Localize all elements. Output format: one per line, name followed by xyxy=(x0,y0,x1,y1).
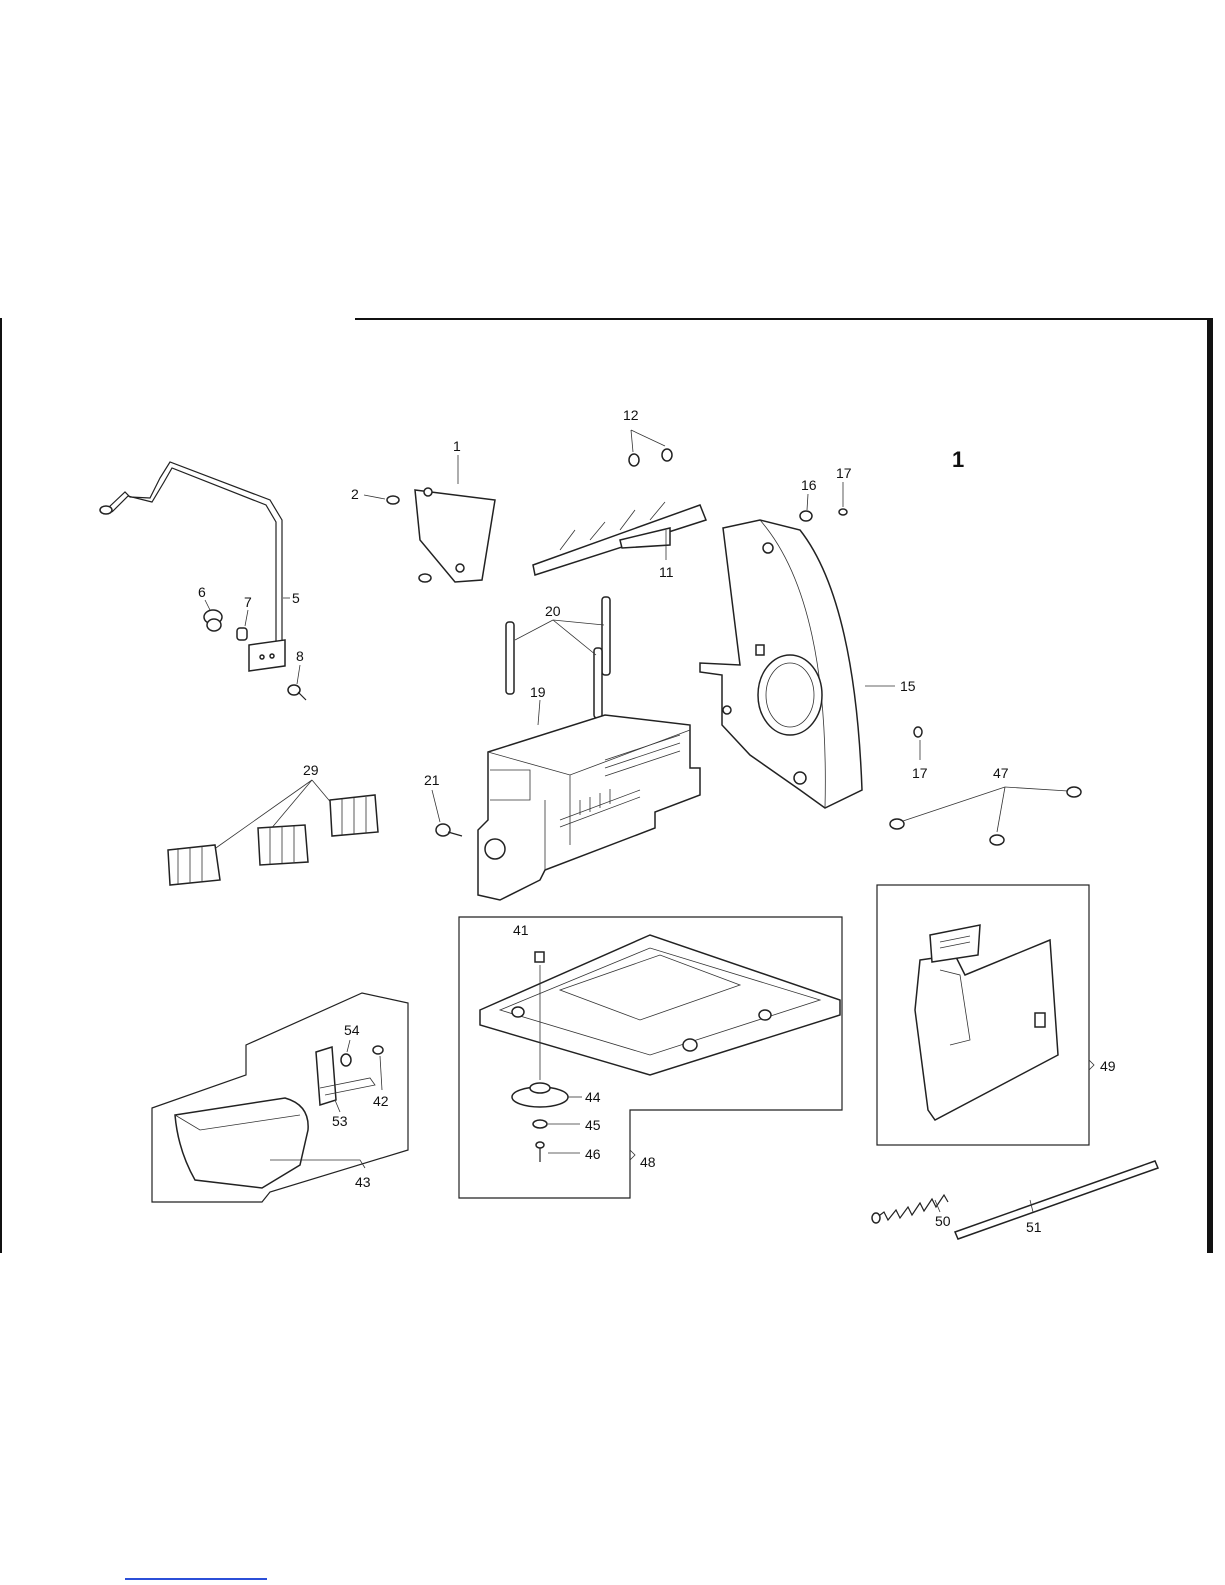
figure-number: 1 xyxy=(952,447,964,472)
part-49-rear-cover-box xyxy=(877,885,1094,1145)
part-17-screw-lower xyxy=(914,727,922,760)
right-border-line xyxy=(1207,318,1213,1253)
part-15-side-cover xyxy=(700,520,895,808)
callout-42: 42 xyxy=(373,1093,389,1109)
part-51-rod xyxy=(955,1161,1158,1239)
callout-49: 49 xyxy=(1100,1058,1116,1074)
footer-link-underline[interactable] xyxy=(125,1578,267,1580)
part-47-screws xyxy=(890,787,1081,845)
part-16-nut xyxy=(800,494,812,521)
callout-7: 7 xyxy=(244,594,252,610)
part-7-clip xyxy=(237,610,248,640)
part-29-rubber-feet xyxy=(168,780,378,885)
callout-41: 41 xyxy=(513,922,529,938)
callout-2: 2 xyxy=(351,486,359,502)
callout-45: 45 xyxy=(585,1117,601,1133)
callout-20: 20 xyxy=(545,603,561,619)
callout-16: 16 xyxy=(801,477,817,493)
left-border-line xyxy=(0,318,2,1253)
callout-17-upper: 17 xyxy=(836,465,852,481)
callout-1: 1 xyxy=(453,438,461,454)
part-19-chassis-box xyxy=(478,700,700,900)
part-5-rod-bracket xyxy=(100,462,285,671)
callout-15: 15 xyxy=(900,678,916,694)
callout-6: 6 xyxy=(198,584,206,600)
callout-43: 43 xyxy=(355,1174,371,1190)
part-21-screw xyxy=(432,790,462,836)
top-border-line xyxy=(355,318,1213,320)
part-11-bracket-strip xyxy=(533,502,706,575)
callout-46: 46 xyxy=(585,1146,601,1162)
callout-54: 54 xyxy=(344,1022,360,1038)
part-1-cover-plate xyxy=(415,455,495,582)
callout-51: 51 xyxy=(1026,1219,1042,1235)
callout-19: 19 xyxy=(530,684,546,700)
callout-47: 47 xyxy=(993,765,1009,781)
callout-53: 53 xyxy=(332,1113,348,1129)
part-12-screws xyxy=(629,430,672,466)
callout-48: 48 xyxy=(640,1154,656,1170)
callout-44: 44 xyxy=(585,1089,601,1105)
callout-50: 50 xyxy=(935,1213,951,1229)
callout-11: 11 xyxy=(659,564,674,580)
part-6-knob xyxy=(204,600,222,631)
callout-29: 29 xyxy=(303,762,319,778)
callout-5: 5 xyxy=(292,590,300,606)
callout-21: 21 xyxy=(424,772,440,788)
callout-12: 12 xyxy=(623,407,639,423)
callout-8: 8 xyxy=(296,648,304,664)
part-8-screw xyxy=(288,665,306,700)
part-43-front-cover-box xyxy=(152,993,408,1202)
part-17-screw-upper xyxy=(839,482,847,515)
callout-17-lower: 17 xyxy=(912,765,928,781)
